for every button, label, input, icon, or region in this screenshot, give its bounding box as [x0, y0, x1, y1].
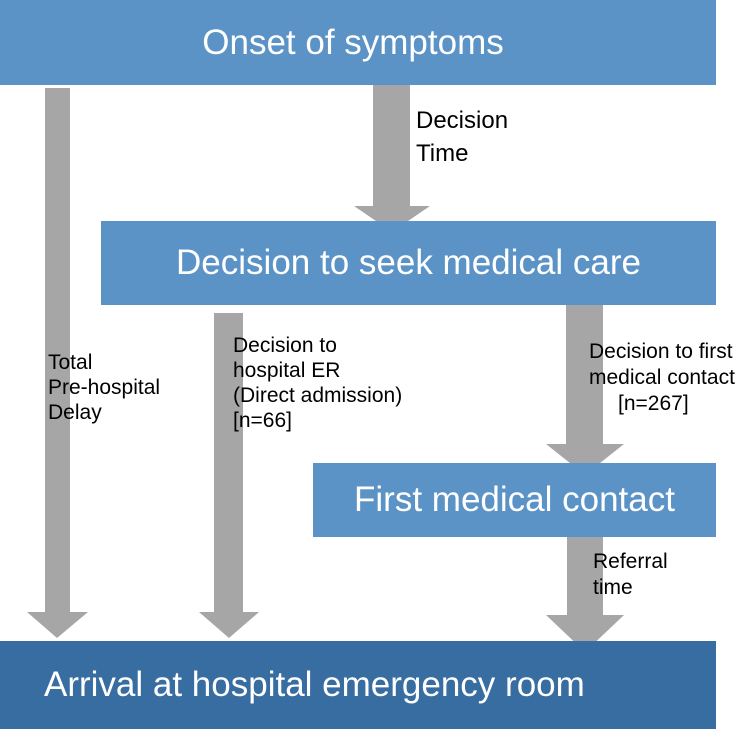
direct-admission-line: Decision to: [233, 334, 337, 357]
direct-admission-line: hospital ER: [233, 359, 341, 382]
total-delay-line: Delay: [48, 401, 102, 424]
first-contact-label: Decision to first medical contact [n=267…: [589, 339, 735, 417]
total-delay-line: Total: [48, 351, 93, 374]
direct-admission-line: (Direct admission): [233, 384, 403, 407]
first-medical-contact-box: First medical contact: [313, 463, 716, 537]
arrival-at-er-box: Arrival at hospital emergency room: [0, 641, 716, 729]
decision-time-arrow: [354, 68, 430, 232]
total-delay-label: Total Pre-hospital Delay: [48, 350, 160, 425]
total-delay-line: Pre-hospital: [48, 376, 161, 399]
onset-of-symptoms-box: Onset of symptoms: [0, 0, 716, 85]
first-contact-line: Decision to first: [589, 340, 733, 363]
decision-time-line: Time: [416, 140, 469, 167]
referral-time-label: Referral time: [593, 549, 668, 601]
direct-admission-line: [n=66]: [233, 409, 292, 432]
first-contact-line: [n=267]: [618, 392, 689, 415]
direct-admission-label: Decision to hospital ER (Direct admissio…: [233, 333, 402, 433]
first-contact-arrow: [546, 302, 624, 475]
direct-admission-arrow: [199, 313, 259, 638]
referral-time-line: time: [593, 576, 633, 599]
total-delay-arrow: [27, 88, 88, 638]
decision-to-seek-care-box: Decision to seek medical care: [101, 221, 716, 305]
referral-arrow: [546, 532, 624, 652]
referral-time-line: Referral: [593, 550, 668, 573]
first-contact-line: medical contact: [589, 366, 735, 389]
decision-time-line: Decision: [416, 107, 509, 134]
decision-time-label: Decision Time: [416, 104, 508, 170]
